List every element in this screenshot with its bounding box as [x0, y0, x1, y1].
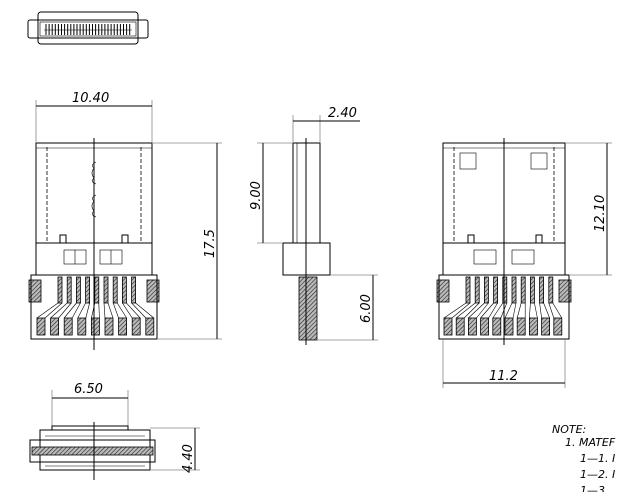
- pin-pad: [36, 317, 46, 336]
- pin: [539, 276, 544, 304]
- pin: [493, 276, 499, 304]
- pin: [530, 276, 535, 304]
- dim-side-pin: 6.00: [359, 294, 374, 323]
- pin-pad: [50, 317, 59, 336]
- pin: [548, 276, 554, 304]
- bottom-view: 6.50 4.40: [29, 382, 200, 480]
- pin: [57, 276, 63, 304]
- dim-front-height: 17.5: [203, 229, 218, 258]
- note-item-1: 1. MATEF: [565, 436, 616, 449]
- pin: [131, 276, 137, 304]
- front-dimensions: 10.40 17.5: [35, 91, 222, 340]
- pin-pad: [541, 317, 550, 336]
- note-title: NOTE:: [552, 423, 586, 436]
- pin: [94, 276, 100, 304]
- pin: [103, 276, 109, 304]
- pin: [112, 276, 118, 304]
- pin-pad: [467, 317, 477, 336]
- pin-pad: [553, 317, 563, 336]
- pin: [511, 276, 517, 304]
- pin: [66, 276, 72, 304]
- dim-front-width: 10.40: [72, 91, 109, 106]
- pin-pad: [145, 317, 155, 336]
- side-view: 2.40 9.00 6.00: [249, 106, 378, 345]
- pin-pad: [104, 317, 114, 336]
- dim-bottom-width: 6.50: [74, 382, 103, 397]
- pin-pad: [118, 317, 127, 336]
- note-item-1-2: 1—2. I: [580, 468, 615, 481]
- pin-pad: [529, 317, 538, 336]
- top-end-view: [27, 11, 149, 45]
- pin: [122, 276, 127, 304]
- pin-pad: [77, 317, 87, 336]
- notes-block: NOTE: 1. MATEF 1—1. I 1—2. I 1—3. .: [552, 423, 616, 492]
- pin: [474, 276, 480, 304]
- pin: [85, 276, 90, 304]
- pin: [502, 276, 508, 304]
- pin: [483, 276, 489, 304]
- dim-rear-width: 11.2: [489, 369, 518, 384]
- pin-pad: [91, 317, 100, 336]
- rear-view: 12.10 11.2: [436, 138, 612, 388]
- dim-side-thickness: 2.40: [328, 106, 357, 121]
- pin-pad: [131, 317, 141, 336]
- pin-pad: [480, 317, 490, 336]
- pin: [520, 276, 526, 304]
- pin: [76, 276, 81, 304]
- pin-pad: [455, 317, 465, 336]
- pin-pad: [516, 317, 526, 336]
- pin-pad: [63, 317, 73, 336]
- front-view: [28, 138, 160, 350]
- dim-bottom-height: 4.40: [181, 444, 196, 473]
- pin-pad: [443, 317, 453, 336]
- pin: [465, 276, 471, 304]
- note-item-1-1: 1—1. I: [580, 452, 615, 465]
- note-item-1-3: 1—3. .: [580, 484, 616, 492]
- dim-side-upper: 9.00: [249, 181, 264, 210]
- pin-pad: [504, 317, 514, 336]
- pin-pad: [492, 317, 502, 336]
- dim-rear-height: 12.10: [593, 195, 608, 232]
